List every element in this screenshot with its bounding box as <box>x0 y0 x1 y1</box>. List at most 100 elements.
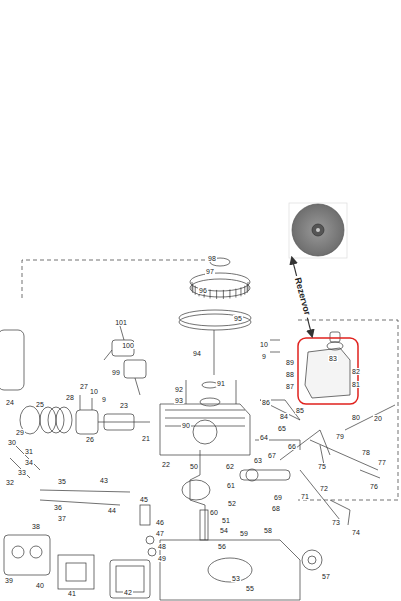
callout-number: 85 <box>295 407 305 414</box>
callout-number: 54 <box>219 527 229 534</box>
callout-number: 57 <box>321 573 331 580</box>
callout-number: 55 <box>245 585 255 592</box>
callout-number: 36 <box>53 504 63 511</box>
callout-number: 46 <box>155 519 165 526</box>
callout-number: 10 <box>89 388 99 395</box>
callout-number: 71 <box>300 493 310 500</box>
callout-number: 53 <box>231 575 241 582</box>
fin-stroke <box>248 282 249 291</box>
callout-number: 82 <box>351 368 361 375</box>
callout-number: 97 <box>205 268 215 275</box>
callout-number: 24 <box>5 399 15 406</box>
callout-number: 44 <box>107 507 117 514</box>
callout-number: 29 <box>15 429 25 436</box>
callout-number: 65 <box>277 425 287 432</box>
callout-number: 73 <box>331 519 341 526</box>
fin-stroke <box>240 287 241 296</box>
callout-number: 39 <box>4 577 14 584</box>
callout-number: 75 <box>317 463 327 470</box>
fin-stroke <box>223 290 224 299</box>
fin-stroke <box>195 286 196 295</box>
callout-number: 84 <box>279 413 289 420</box>
callout-number: 47 <box>155 530 165 537</box>
callout-number: 45 <box>139 496 149 503</box>
callout-number: 80 <box>351 414 361 421</box>
callout-number: 41 <box>67 590 77 597</box>
callout-number: 68 <box>271 505 281 512</box>
fin-stroke <box>216 290 217 299</box>
callout-number: 37 <box>57 515 67 522</box>
callout-number: 9 <box>101 396 107 403</box>
callout-number: 90 <box>181 422 191 429</box>
callout-number: 61 <box>226 482 236 489</box>
callout-number: 58 <box>263 527 273 534</box>
callout-number: 21 <box>141 435 151 442</box>
callout-number: 51 <box>221 517 231 524</box>
callout-number: 31 <box>24 448 34 455</box>
callout-number: 32 <box>5 479 15 486</box>
callout-number: 50 <box>189 463 199 470</box>
callout-number: 40 <box>35 582 45 589</box>
callout-number: 28 <box>65 394 75 401</box>
callout-number: 98 <box>207 255 217 262</box>
callout-number: 91 <box>216 380 226 387</box>
callout-number: 10 <box>259 341 269 348</box>
callout-number: 88 <box>285 371 295 378</box>
callout-number: 34 <box>24 459 34 466</box>
callout-number: 20 <box>373 415 383 422</box>
fin-stroke <box>210 289 211 298</box>
part-name: Rezervor <box>292 274 312 317</box>
fin-stroke <box>244 286 245 295</box>
fin-stroke <box>247 284 248 293</box>
callout-number: 99 <box>111 369 121 376</box>
callout-number: 63 <box>253 457 263 464</box>
callout-number: 87 <box>285 383 295 390</box>
callout-number: 79 <box>335 433 345 440</box>
callout-number: 59 <box>239 530 249 537</box>
callout-number: 76 <box>369 483 379 490</box>
callout-number: 72 <box>319 485 329 492</box>
callout-number: 60 <box>209 509 219 516</box>
callout-number: 22 <box>161 461 171 468</box>
callout-number: 86 <box>261 399 271 406</box>
callout-number: 38 <box>31 523 41 530</box>
callout-number: 30 <box>7 439 17 446</box>
callout-number: 96 <box>198 287 208 294</box>
callout-number: 95 <box>233 315 243 322</box>
callout-number: 52 <box>227 500 237 507</box>
callout-number: 26 <box>85 436 95 443</box>
callout-number: 67 <box>267 452 277 459</box>
callout-number: 64 <box>259 434 269 441</box>
callout-number: 48 <box>157 543 167 550</box>
callout-number: 101 <box>114 319 128 326</box>
callout-number: 9 <box>261 353 267 360</box>
callout-number: 42 <box>123 589 133 596</box>
fin-stroke <box>192 282 193 291</box>
callout-number: 100 <box>121 342 135 349</box>
fin-stroke <box>229 289 230 298</box>
callout-number: 94 <box>192 350 202 357</box>
callout-number: 56 <box>217 543 227 550</box>
callout-number: 33 <box>17 469 27 476</box>
callout-number: 89 <box>285 359 295 366</box>
callout-number: 66 <box>287 443 297 450</box>
callout-number: 77 <box>377 459 387 466</box>
callout-number: 74 <box>351 529 361 536</box>
callout-number: 49 <box>157 555 167 562</box>
fin-stroke <box>235 289 236 298</box>
callout-number: 43 <box>99 477 109 484</box>
callout-number: 92 <box>174 386 184 393</box>
callout-number: 69 <box>273 494 283 501</box>
fin-stroke <box>192 284 193 293</box>
callout-number: 27 <box>79 383 89 390</box>
callout-number: 25 <box>35 401 45 408</box>
callout-number: 62 <box>225 463 235 470</box>
callout-number: 83 <box>328 355 338 362</box>
callout-number: 23 <box>119 402 129 409</box>
callout-number: 81 <box>351 381 361 388</box>
callout-number: 93 <box>174 397 184 404</box>
callout-number: 35 <box>57 478 67 485</box>
callout-number: 78 <box>361 449 371 456</box>
